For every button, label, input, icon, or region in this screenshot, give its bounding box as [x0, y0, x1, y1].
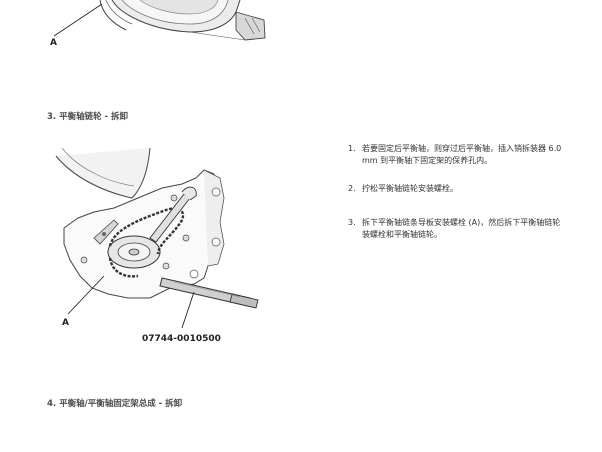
step-number: 3. [348, 218, 356, 227]
tool-number-label: 07744-0010500 [142, 334, 221, 344]
tool-leader-line [181, 291, 195, 329]
step-text-line: 拆下平衡轴链条导板安装螺栓 (A)，然后拆下平衡轴链轮 [362, 218, 561, 227]
step-text-line: 若要固定后平衡轴，则穿过后平衡轴，插入销拆装器 6.0 [362, 144, 562, 153]
callout-label-a: A [62, 318, 69, 328]
step-number: 1. [348, 144, 356, 153]
top-illustration: A [40, 0, 270, 50]
step-item: 3. 拆下平衡轴链条导板安装螺栓 (A)，然后拆下平衡轴链轮 装螺栓和平衡轴链轮… [348, 217, 602, 247]
sprocket-removal-illustration: A 07744-0010500 [54, 148, 269, 348]
step-item: 2. 拧松平衡轴链轮安装螺栓。 [348, 183, 602, 217]
step-number: 2. [348, 184, 356, 193]
callout-leader-line [53, 3, 103, 37]
step-text-line: mm 到平衡轴下固定架的保养孔内。 [362, 155, 493, 165]
step-text-line: 装螺栓和平衡轴链轮。 [362, 229, 442, 239]
engine-drawing: A 07744-0010500 [55, 148, 259, 344]
section-3-heading: 3. 平衡轴链轮 - 拆卸 [47, 112, 129, 122]
callout-label-a: A [50, 38, 57, 48]
step-item: 1. 若要固定后平衡轴，则穿过后平衡轴，插入销拆装器 6.0 mm 到平衡轴下固… [348, 143, 602, 183]
pulley-drawing: A [50, 0, 266, 48]
section-4-heading: 4. 平衡轴/平衡轴固定架总成 - 拆卸 [47, 399, 183, 409]
procedure-steps: 1. 若要固定后平衡轴，则穿过后平衡轴，插入销拆装器 6.0 mm 到平衡轴下固… [348, 143, 602, 247]
callout-leader-line [67, 275, 105, 315]
step-text-line: 拧松平衡轴链轮安装螺栓。 [362, 184, 458, 193]
